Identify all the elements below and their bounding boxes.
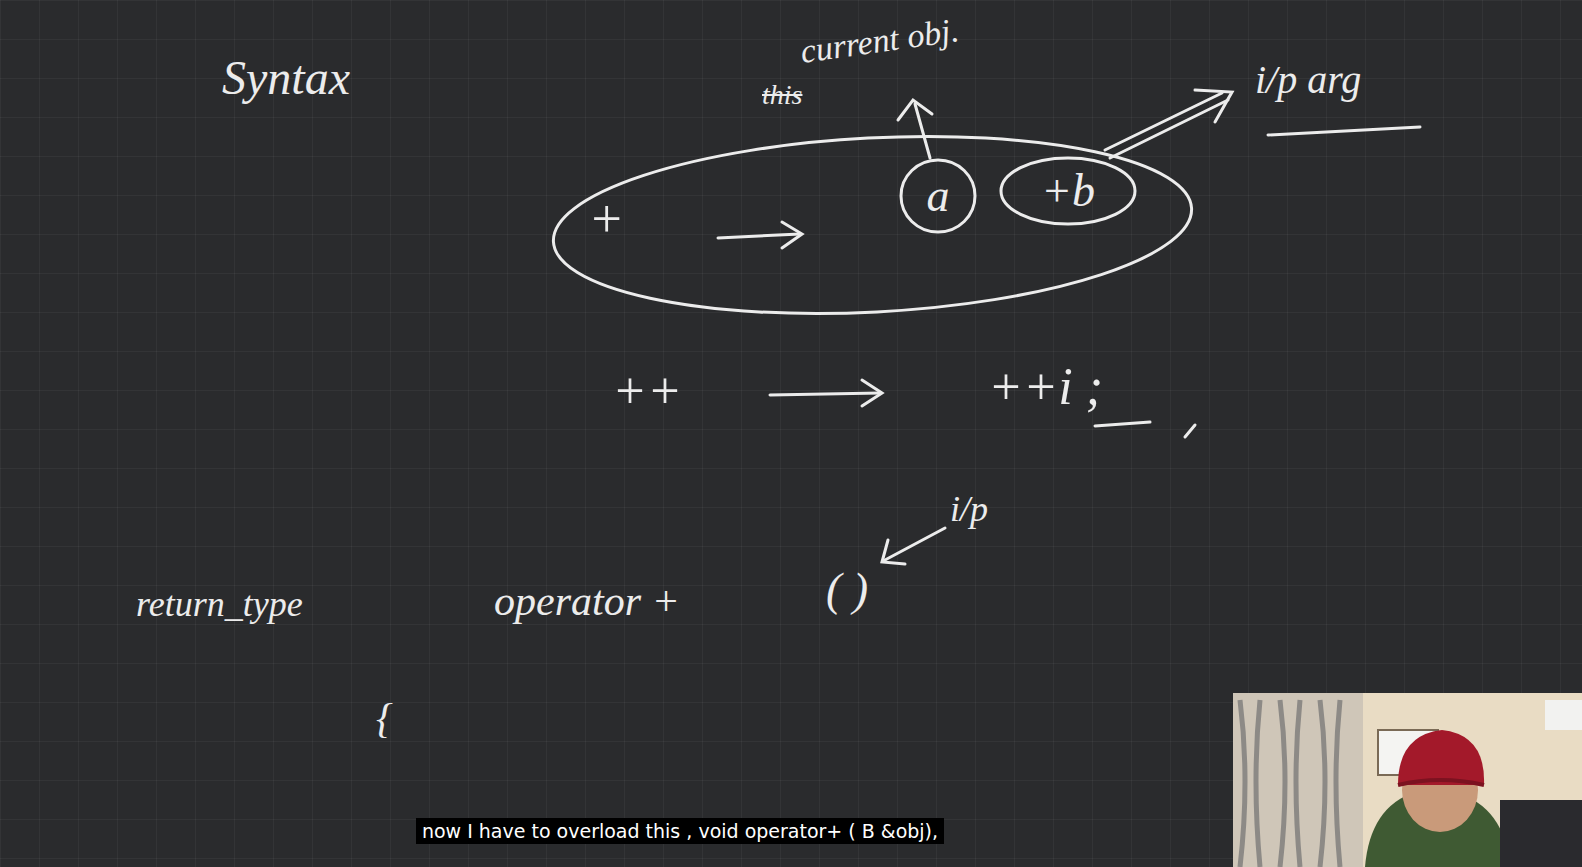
heading-text: Syntax	[222, 52, 350, 105]
code-text: ( )	[826, 565, 868, 616]
annotation-text: current obj.	[798, 11, 961, 70]
subtitle-caption: now I have to overload this , void opera…	[416, 818, 944, 844]
node-text: +	[588, 190, 624, 249]
node-text: a	[927, 171, 950, 222]
code-text: return_type	[136, 585, 303, 625]
code-text: operator +	[494, 578, 680, 624]
argument-circle: +b	[998, 155, 1138, 227]
code-text: {	[376, 695, 393, 741]
expression-ellipse: + a +b	[550, 135, 1195, 315]
operator-text: ++	[612, 362, 682, 419]
expression-text: ++i ;	[988, 358, 1103, 415]
node-text: +b	[1041, 166, 1095, 217]
annotation-text: i/p arg	[1255, 58, 1361, 102]
operand-circle: a	[898, 157, 978, 235]
crossed-word: this	[762, 80, 802, 111]
webcam-inset	[1233, 693, 1582, 867]
annotation-text: i/p	[950, 490, 988, 530]
